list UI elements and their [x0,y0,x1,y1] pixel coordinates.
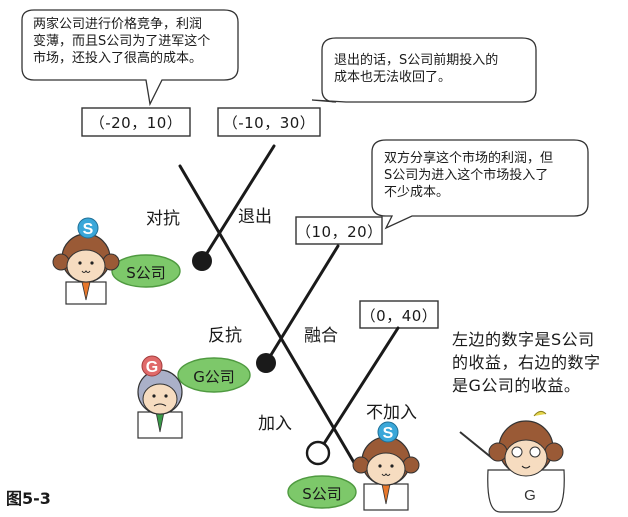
bubble-1-line-1: 两家公司进行价格竞争，利润 [33,17,203,32]
g-company-character [137,369,183,439]
payoff-4: （0，40） [360,307,438,325]
g-badge-letter: G [146,359,158,376]
note-line-2: 的收益，右边的数字 [452,353,601,372]
bubble-3-line-3: 不少成本。 [384,185,450,200]
narrator-shirt-letter: G [524,487,536,504]
bubble-2-line-2: 成本也无法收回了。 [334,70,452,85]
node-label-g-middle: G公司 [193,368,235,386]
s-badge-upper: S [77,217,99,239]
speech-bubble-3 [371,139,589,230]
payoff-box-2 [217,107,321,137]
g-badge: G [141,355,163,377]
bubble-1-line-3: 市场，还投入了很高的成本。 [33,51,203,66]
payoff-2: （-10，30） [222,114,316,132]
payoff-3: （10，20） [296,223,383,241]
branch-fight: 对抗 [146,209,180,229]
edge-not-enter [316,326,400,455]
speech-bubble-2 [311,37,537,103]
edge-fight [178,164,358,468]
branch-not-enter: 不加入 [366,403,417,423]
s-company-character-upper [52,233,120,305]
node-label-s-lower: S公司 [302,485,342,503]
narrator-character [459,410,565,513]
speech-bubble-1 [21,9,239,107]
payoff-1: （-20，10） [89,114,183,132]
edge-merge [264,244,340,365]
node-oval-s-lower [287,475,357,509]
note-line-3: 是G公司的收益。 [452,376,581,395]
s-badge-lower: S [377,421,399,443]
decision-node-g [256,353,276,373]
payoff-box-3 [295,216,383,245]
bubble-3-line-1: 双方分享这个市场的利润，但 [384,151,554,166]
decision-node-s [192,251,212,271]
s-company-character-lower [352,436,420,511]
payoff-box-1 [81,107,191,137]
figure-label: 图5-3 [6,489,51,508]
bubble-3-line-2: S公司为进入这个市场投入了 [384,168,549,183]
bubble-2-line-1: 退出的话，S公司前期投入的 [334,53,499,68]
note-line-1: 左边的数字是S公司 [452,330,595,349]
branch-enter: 加入 [258,414,292,434]
node-oval-g-middle [177,357,251,393]
s-badge-upper-letter: S [83,221,94,238]
branch-counter: 反抗 [208,326,242,346]
branch-merge: 融合 [304,326,338,346]
branch-exit: 退出 [238,207,272,227]
s-badge-lower-letter: S [383,425,394,442]
start-node [305,440,331,466]
node-label-s-upper: S公司 [126,264,166,282]
node-oval-s-upper [111,254,181,288]
bubble-1-line-2: 变薄，而且S公司为了进军这个 [33,34,211,49]
edge-exit [200,144,276,263]
